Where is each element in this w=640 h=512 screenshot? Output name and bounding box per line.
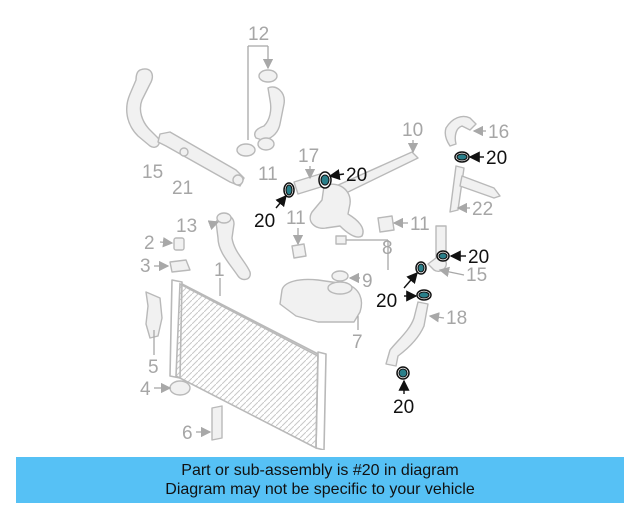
label-12: 11: [258, 164, 278, 185]
label-14: 13: [176, 216, 197, 237]
black-part-labels: 20 20 20 20 20 20: [254, 148, 507, 418]
clamp-20-c: [454, 151, 470, 163]
label-20-a: 20: [254, 211, 275, 232]
label-11-right: 11: [410, 214, 430, 235]
label-22: 22: [472, 199, 493, 220]
part-14-hose: [215, 212, 251, 281]
part-22-pipe: [449, 165, 501, 213]
label-18: 17: [298, 146, 319, 167]
info-banner: Part or sub-assembly is #20 in diagram D…: [16, 457, 624, 503]
part-7-expansion-tank: [279, 278, 363, 323]
part-11-sensor-right: [377, 215, 395, 233]
label-5: 5: [148, 357, 159, 378]
label-13: 12: [248, 24, 269, 45]
clamp-20-g: [396, 366, 410, 380]
label-19: 18: [446, 308, 467, 329]
part-2-plug: [173, 237, 185, 251]
clamp-20-f: [416, 289, 432, 301]
clamp-20-d: [436, 250, 450, 262]
part-21-pipe: [157, 131, 245, 187]
part-y-hose: [309, 183, 364, 238]
clamp-20-e: [415, 261, 427, 275]
label-20-e: 20: [376, 291, 397, 312]
label-9: 9: [362, 271, 373, 292]
label-16: 16: [488, 122, 509, 143]
part-3-cap: [169, 259, 191, 273]
label-11-left: 11: [286, 208, 306, 229]
label-20-b: 20: [346, 165, 367, 186]
label-3: 3: [140, 256, 151, 277]
part-17-hose: [427, 225, 447, 272]
part-11-sensor-left: [291, 243, 307, 259]
part-15-hose: [126, 68, 160, 148]
label-20-c: 20: [486, 148, 507, 169]
part-19-hose: [385, 301, 429, 367]
part-4-cap: [169, 380, 191, 396]
label-10: 10: [402, 120, 423, 141]
part-13-clamp: [247, 45, 278, 140]
label-21: 21: [172, 178, 193, 199]
label-20-d: 20: [468, 247, 489, 268]
label-6: 6: [182, 423, 193, 444]
part-12-hose: [236, 86, 285, 157]
part-8-fitting: [335, 235, 347, 245]
part-16-hose: [444, 115, 477, 147]
gray-part-labels: 12 15 21 11 17 10 16 13 2 3 1 11 11 8 9 …: [140, 24, 509, 444]
part-6-bracket: [211, 405, 223, 441]
parts-diagram: 12 15 21 11 17 10 16 13 2 3 1 11 11 8 9 …: [126, 24, 509, 450]
label-20-g: 20: [393, 397, 414, 418]
clamp-20-b: [318, 171, 332, 189]
banner-line-1: Part or sub-assembly is #20 in diagram: [181, 462, 459, 479]
label-1: 1: [214, 260, 225, 281]
label-15: 15: [142, 162, 163, 183]
label-2: 2: [144, 233, 155, 254]
gray-leaders: [153, 125, 486, 438]
part-1-radiator: [169, 279, 327, 450]
label-4: 4: [140, 379, 151, 400]
part-9-cap: [331, 270, 349, 282]
label-7: 7: [352, 332, 363, 353]
black-leaders: [275, 151, 484, 394]
label-8: 8: [382, 238, 393, 259]
banner-line-2: Diagram may not be specific to your vehi…: [165, 481, 475, 498]
clamp-20-a: [283, 182, 295, 198]
label-17: 15: [466, 265, 487, 286]
